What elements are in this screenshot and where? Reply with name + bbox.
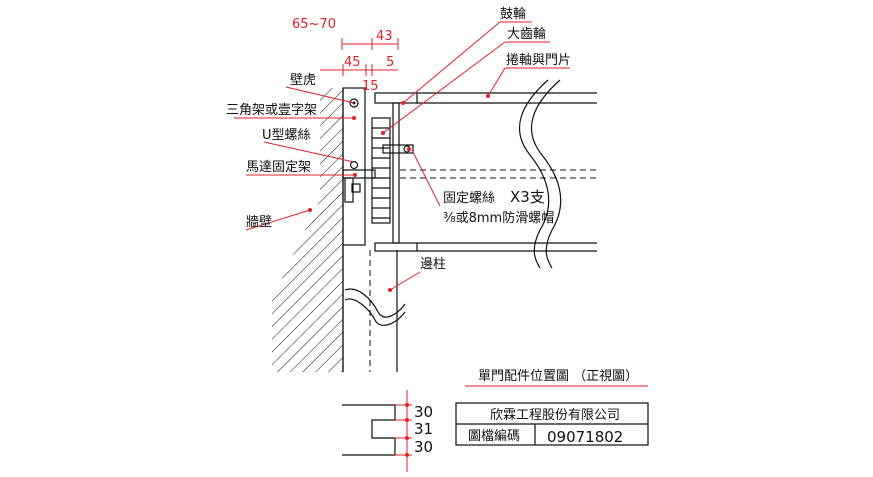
top-dimensions <box>320 38 399 76</box>
label-fix-bolt-qty: X3支 <box>510 188 545 206</box>
label-big-gear: 大齒輪 <box>507 26 546 42</box>
dim-5: 5 <box>386 55 394 70</box>
file-no-label: 圖檔編碼 <box>468 428 520 444</box>
dim-65-70: 65~70 <box>292 17 336 32</box>
drum <box>374 92 418 252</box>
title-block <box>455 402 649 446</box>
label-motor-mount: 馬達固定架 <box>246 160 311 175</box>
label-drum: 鼓輪 <box>500 6 526 22</box>
profile-symbol <box>342 390 412 472</box>
label-fix-bolt: 固定螺絲 <box>443 191 495 206</box>
wall-bracket-plate <box>342 87 366 246</box>
dim-h3: 30 <box>414 438 433 456</box>
shaft-door <box>400 79 597 269</box>
label-u-bolt: U型螺絲 <box>262 128 311 143</box>
label-wall-anchor: 壁虎 <box>290 73 316 88</box>
label-shaft-door: 捲軸與門片 <box>506 53 571 68</box>
dim-h1: 30 <box>414 403 433 421</box>
dim-45: 45 <box>344 55 361 70</box>
dim-43: 43 <box>376 29 393 44</box>
big-gear <box>371 117 391 224</box>
label-side-post: 邊柱 <box>420 257 446 272</box>
label-wall: 牆壁 <box>246 215 272 230</box>
label-bracket: 三角架或壹字架 <box>226 103 317 118</box>
leader-lines <box>234 21 570 292</box>
company-name: 欣霖工程股份有限公司 <box>490 408 620 423</box>
drawing-title: 單門配件位置圖 （正視圖） <box>478 369 638 384</box>
label-bolt-spec: ⅜或8mm防滑螺帽 <box>443 210 554 226</box>
u-bolt-hole <box>349 160 359 170</box>
motor-mount <box>342 169 376 203</box>
dim-15: 15 <box>362 79 379 94</box>
wall-anchor-hole <box>349 98 359 108</box>
file-no: 09071802 <box>547 428 623 446</box>
side-post <box>342 245 406 372</box>
dim-h2: 31 <box>414 420 433 438</box>
